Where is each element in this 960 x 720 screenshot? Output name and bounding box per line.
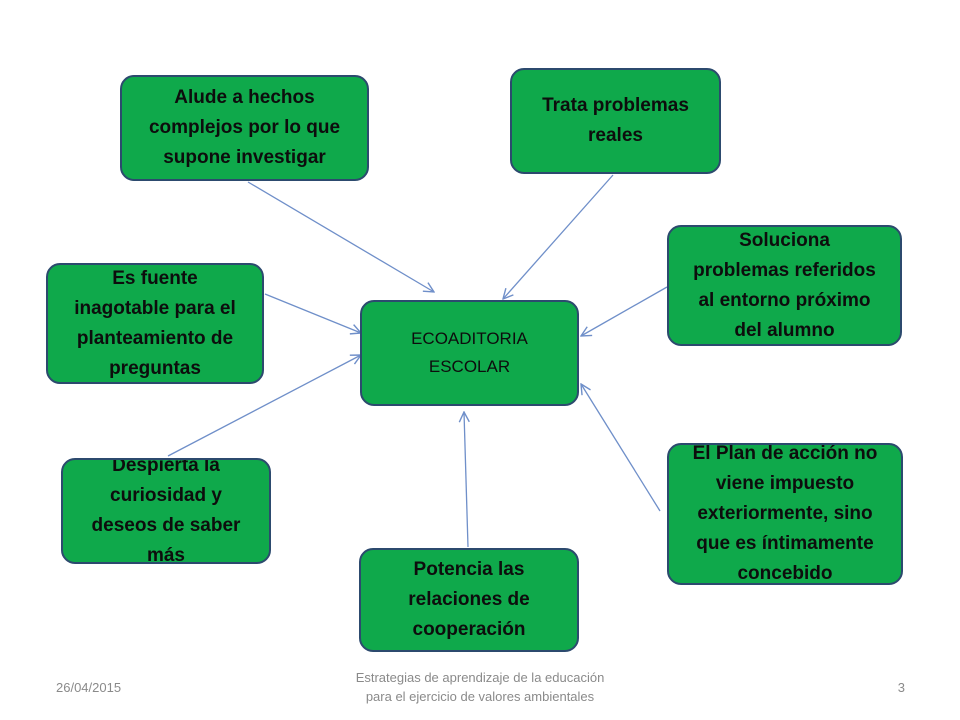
- arrow-trata: [503, 174, 614, 299]
- node-soluciona-line: problemas referidos: [693, 259, 876, 281]
- node-plan-line: concebido: [737, 563, 833, 584]
- node-soluciona: Soluciona problemas referidos al entorno…: [667, 225, 902, 346]
- node-potencia-line: Potencia las: [413, 559, 525, 580]
- node-potencia-line: cooperación: [412, 619, 526, 640]
- node-despierta-line: curiosidad y: [110, 485, 222, 506]
- arrow-soluciona: [581, 286, 668, 336]
- node-despierta-line: Despierta la: [112, 458, 220, 476]
- node-soluciona-line: del alumno: [734, 319, 835, 341]
- node-despierta-line: más: [146, 545, 185, 564]
- node-alude-line: Alude a hechos: [174, 87, 315, 108]
- node-plan-line: exteriormente, sino: [697, 503, 873, 524]
- arrow-potencia: [464, 412, 468, 548]
- node-alude-line: supone investigar: [163, 147, 326, 168]
- node-trata-line: Trata problemas: [542, 95, 689, 116]
- node-fuente: Es fuente inagotable para el planteamien…: [46, 263, 264, 384]
- footer-date: 26/04/2015: [56, 680, 122, 695]
- arrow-alude: [247, 181, 434, 292]
- node-fuente-line: planteamiento de: [76, 327, 234, 349]
- node-potencia: Potencia las relaciones de cooperación: [359, 548, 579, 652]
- node-center: ECOADITORIA ESCOLAR: [360, 300, 579, 406]
- footer-title: Estrategias de aprendizaje de la educaci…: [330, 668, 630, 706]
- node-fuente-line: Es fuente: [112, 267, 198, 289]
- node-plan-line: viene impuesto: [715, 473, 855, 494]
- node-fuente-line: inagotable para el: [74, 297, 236, 319]
- node-center-line: ECOADITORIA: [411, 329, 528, 348]
- node-despierta-line: deseos de saber: [91, 515, 241, 536]
- node-fuente-line: preguntas: [109, 357, 201, 379]
- footer-title-line: Estrategias de aprendizaje de la educaci…: [355, 670, 605, 685]
- footer-title-line: para el ejercicio de valores ambientales: [365, 689, 595, 704]
- node-plan-line: que es íntimamente: [696, 533, 874, 554]
- node-plan-line: El Plan de acción no: [692, 443, 878, 464]
- node-potencia-line: relaciones de: [408, 589, 530, 610]
- footer-page-number: 3: [897, 680, 905, 695]
- node-center-line: ESCOLAR: [428, 357, 511, 376]
- node-despierta: Despierta la curiosidad y deseos de sabe…: [61, 458, 271, 564]
- node-plan: El Plan de acción no viene impuesto exte…: [667, 443, 903, 585]
- node-trata: Trata problemas reales: [510, 68, 721, 174]
- arrow-fuente: [264, 293, 361, 333]
- node-alude-line: complejos por lo que: [148, 117, 341, 138]
- node-trata-line: reales: [588, 125, 643, 146]
- node-soluciona-line: al entorno próximo: [698, 289, 871, 311]
- node-soluciona-line: Soluciona: [739, 229, 830, 251]
- arrow-plan: [581, 384, 661, 512]
- node-alude: Alude a hechos complejos por lo que supo…: [120, 75, 369, 181]
